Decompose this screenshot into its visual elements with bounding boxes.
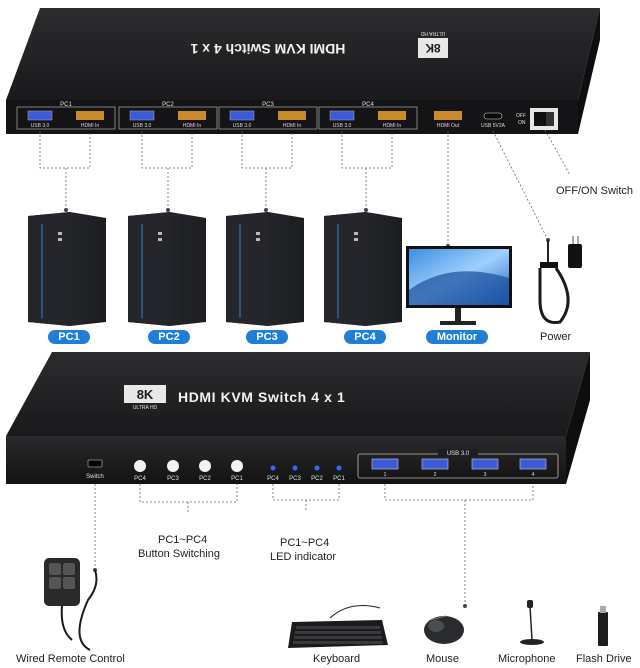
pc1-select-button[interactable] <box>231 460 243 472</box>
svg-text:8K: 8K <box>425 41 441 55</box>
power-adapter-icon <box>538 236 582 325</box>
pc-tower-2 <box>128 212 206 326</box>
front-usb-port-4[interactable] <box>519 458 547 470</box>
front-usb-port-label-4: 4 <box>532 472 535 478</box>
switch-off-label: OFF <box>516 113 526 119</box>
svg-text:HDMI In: HDMI In <box>183 123 202 129</box>
hdmi-in-port-pc1[interactable] <box>76 111 104 120</box>
pc1-label: PC1 <box>48 330 90 344</box>
hdmi-out-port[interactable] <box>434 111 462 120</box>
button-switching-annotation-line2: Button Switching <box>138 548 220 560</box>
connection-lines-bottom <box>94 484 534 606</box>
button-label-pc4: PC4 <box>134 476 146 482</box>
svg-text:PC3: PC3 <box>262 102 274 108</box>
front-usb-port-label-3: 3 <box>484 472 487 478</box>
led-pc3 <box>292 465 298 471</box>
svg-text:PC4: PC4 <box>362 102 374 108</box>
front-usb-port-label-2: 2 <box>434 472 437 478</box>
monitor-icon <box>406 246 512 325</box>
hdmi-in-port-pc3[interactable] <box>278 111 306 120</box>
wired-remote-icon <box>44 558 98 651</box>
flash-drive-icon <box>598 606 608 646</box>
pc4-select-button[interactable] <box>134 460 146 472</box>
flash-drive-label: Flash Drive <box>576 653 632 665</box>
svg-text:PC2: PC2 <box>162 102 174 108</box>
usb-group-label: USB 3.0 <box>447 451 470 457</box>
led-pc1 <box>336 465 342 471</box>
remote-switch-port-label: Switch <box>86 474 104 480</box>
monitor-label: Monitor <box>426 330 488 344</box>
led-indicator-annotation-line2: LED indicator <box>270 551 337 563</box>
hdmi-in-port-pc4[interactable] <box>378 111 406 120</box>
bottom-8k-badge: 8K <box>124 385 166 403</box>
top-8k-badge: 8K <box>418 38 448 58</box>
connection-lines-top <box>39 129 571 246</box>
svg-text:8K: 8K <box>137 387 154 402</box>
offon-switch-label: OFF/ON Switch <box>556 185 634 197</box>
usb-port-pc2[interactable] <box>129 110 155 121</box>
front-usb-port-1[interactable] <box>371 458 399 470</box>
bottom-device-title: HDMI KVM Switch 4 x 1 <box>178 389 345 405</box>
microphone-icon <box>520 600 544 645</box>
button-label-pc1: PC1 <box>231 476 243 482</box>
keyboard-icon <box>288 605 388 648</box>
led-label-pc1: PC1 <box>333 476 345 482</box>
port-group-pc1: PC1 USB 3.0 HDMI In <box>16 102 116 130</box>
front-usb-port-3[interactable] <box>471 458 499 470</box>
top-device-title: HDMI KVM Switch 4 x 1 <box>190 41 345 57</box>
svg-text:HDMI In: HDMI In <box>283 123 302 129</box>
pc-tower-3 <box>226 212 304 326</box>
port-group-pc4: PC4 USB 3.0 HDMI In <box>318 102 418 130</box>
led-indicator-annotation-line1: PC1~PC4 <box>280 537 330 549</box>
svg-text:PC1: PC1 <box>60 102 72 108</box>
pc3-label: PC3 <box>246 330 288 344</box>
svg-text:USB 3.0: USB 3.0 <box>233 123 252 129</box>
svg-text:HDMI In: HDMI In <box>81 123 100 129</box>
usb-port-pc1[interactable] <box>27 110 53 121</box>
microphone-label: Microphone <box>498 653 556 665</box>
pc3-select-button[interactable] <box>167 460 179 472</box>
pc2-label: PC2 <box>148 330 190 344</box>
wired-remote-label: Wired Remote Control <box>16 653 125 665</box>
button-switching-annotation-line1: PC1~PC4 <box>158 534 208 546</box>
led-pc4 <box>270 465 276 471</box>
switch-on-label: ON <box>518 120 526 126</box>
hdmi-out-label: HDMI Out <box>437 123 460 129</box>
mouse-icon <box>424 615 464 644</box>
pc2-select-button[interactable] <box>199 460 211 472</box>
usb-power-label: USB 5V2A <box>481 123 506 129</box>
front-usb-port-2[interactable] <box>421 458 449 470</box>
keyboard-label: Keyboard <box>313 653 361 665</box>
top-8k-badge-sub: ULTRA HD <box>420 30 445 36</box>
usb-power-port[interactable] <box>483 112 503 120</box>
hdmi-in-port-pc2[interactable] <box>178 111 206 120</box>
power-label: Power <box>540 331 572 343</box>
button-label-pc3: PC3 <box>167 476 179 482</box>
svg-text:USB 3.0: USB 3.0 <box>31 123 50 129</box>
led-label-pc2: PC2 <box>311 476 323 482</box>
pc-tower-4 <box>324 212 402 326</box>
button-label-pc2: PC2 <box>199 476 211 482</box>
remote-switch-port[interactable] <box>87 459 103 468</box>
led-label-pc3: PC3 <box>289 476 301 482</box>
mouse-label: Mouse <box>426 653 460 665</box>
power-rocker-switch[interactable] <box>530 108 558 130</box>
svg-text:USB 3.0: USB 3.0 <box>333 123 352 129</box>
usb-port-pc4[interactable] <box>329 110 355 121</box>
svg-text:HDMI In: HDMI In <box>383 123 402 129</box>
bottom-8k-badge-sub: ULTRA HD <box>133 405 158 411</box>
port-group-pc2: PC2 USB 3.0 HDMI In <box>118 102 218 130</box>
pc-tower-1 <box>28 212 106 326</box>
led-pc2 <box>314 465 320 471</box>
port-group-pc3: PC3 USB 3.0 HDMI In <box>218 102 318 130</box>
usb-port-pc3[interactable] <box>229 110 255 121</box>
svg-text:USB 3.0: USB 3.0 <box>133 123 152 129</box>
led-label-pc4: PC4 <box>267 476 279 482</box>
pc4-label: PC4 <box>344 330 386 344</box>
front-usb-port-label-1: 1 <box>384 472 387 478</box>
